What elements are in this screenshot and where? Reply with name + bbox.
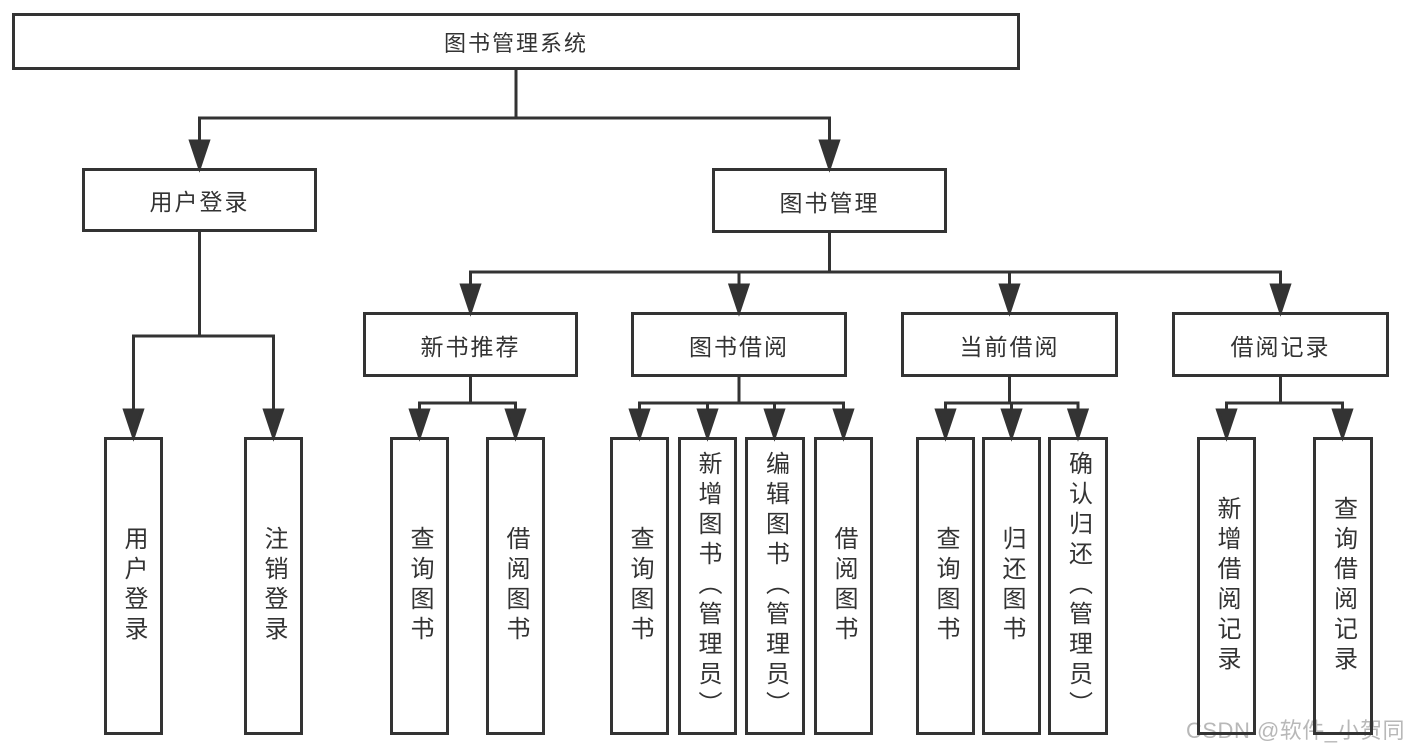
edges-user-login-to-leaves: [122, 232, 285, 442]
node-label: 确认归还（管理员）: [1064, 451, 1092, 721]
node-book-management: 图书管理: [712, 168, 947, 233]
edges-current-borrowing-to-leaves: [934, 377, 1090, 442]
node-label: 查询图书: [932, 526, 959, 646]
arrowhead-down-icon: [1215, 408, 1238, 442]
node-label: 新书推荐: [420, 333, 521, 360]
csdn-watermark: CSDN @软件_小贺同学: [1186, 718, 1405, 743]
node-label: 图书管理系统: [443, 30, 588, 56]
node-label: 图书借阅: [689, 333, 789, 360]
leaf-add-borrow-record: 新增借阅记录: [1197, 437, 1256, 735]
leaf-borrow-books-recommend: 借阅图书: [486, 437, 545, 735]
edges-new-book-recommend-to-leaves: [408, 377, 527, 442]
leaf-query-borrow-record: 查询借阅记录: [1313, 437, 1373, 735]
node-label: 借阅图书: [502, 526, 529, 646]
arrowhead-down-icon: [1000, 408, 1023, 442]
arrowhead-down-icon: [122, 408, 145, 442]
node-label: 查询借阅记录: [1329, 496, 1357, 676]
leaf-add-books-admin: 新增图书（管理员）: [678, 437, 737, 735]
edges-book-borrowing-to-leaves: [628, 377, 855, 442]
node-library-management-system: 图书管理系统: [12, 13, 1020, 70]
node-current-borrowing: 当前借阅: [901, 312, 1118, 377]
node-label: 图书管理: [779, 189, 880, 216]
node-label: 借阅图书: [830, 526, 857, 646]
node-label: 新增借阅记录: [1213, 496, 1240, 676]
leaf-logout: 注销登录: [244, 437, 303, 735]
node-label: 归还图书: [998, 526, 1025, 646]
node-label: 注销登录: [260, 526, 287, 646]
node-label: 用户登录: [149, 189, 250, 215]
arrowhead-down-icon: [1066, 408, 1090, 442]
arrowhead-down-icon: [832, 408, 855, 442]
edges-borrow-records-to-leaves: [1215, 377, 1354, 442]
node-label: 用户登录: [120, 526, 147, 646]
node-label: 新增图书（管理员）: [694, 451, 721, 721]
arrowhead-down-icon: [459, 283, 482, 317]
arrowhead-down-icon: [934, 408, 957, 442]
leaf-borrow-books: 借阅图书: [814, 437, 873, 735]
node-borrow-records: 借阅记录: [1172, 312, 1389, 377]
edges-root-to-level2: [188, 70, 841, 173]
leaf-return-books: 归还图书: [982, 437, 1041, 735]
node-book-borrowing: 图书借阅: [631, 312, 847, 377]
arrowhead-down-icon: [1331, 408, 1354, 442]
arrowhead-down-icon: [998, 283, 1021, 317]
leaf-query-books-current: 查询图书: [916, 437, 975, 735]
node-label: 编辑图书（管理员）: [761, 451, 789, 721]
arrowhead-down-icon: [628, 408, 651, 442]
leaf-edit-books-admin: 编辑图书（管理员）: [745, 437, 805, 735]
arrowhead-down-icon: [188, 139, 211, 173]
arrowhead-down-icon: [1269, 283, 1292, 317]
node-label: 借阅记录: [1230, 333, 1331, 360]
arrowhead-down-icon: [696, 408, 719, 442]
arrowhead-down-icon: [727, 283, 751, 317]
leaf-confirm-return-admin: 确认归还（管理员）: [1048, 437, 1108, 735]
arrowhead-down-icon: [818, 139, 841, 173]
node-user-login: 用户登录: [82, 168, 317, 232]
leaf-user-login: 用户登录: [104, 437, 163, 735]
leaf-query-books-borrow: 查询图书: [610, 437, 669, 735]
edges-book-management-to-level3: [459, 233, 1292, 317]
node-new-book-recommend: 新书推荐: [363, 312, 578, 377]
leaf-query-books-recommend: 查询图书: [390, 437, 449, 735]
arrowhead-down-icon: [262, 408, 285, 442]
arrowhead-down-icon: [408, 408, 431, 442]
arrowhead-down-icon: [504, 408, 527, 442]
node-label: 查询图书: [626, 526, 653, 646]
node-label: 当前借阅: [959, 333, 1060, 360]
arrowhead-down-icon: [763, 408, 786, 442]
node-label: 查询图书: [406, 526, 433, 646]
